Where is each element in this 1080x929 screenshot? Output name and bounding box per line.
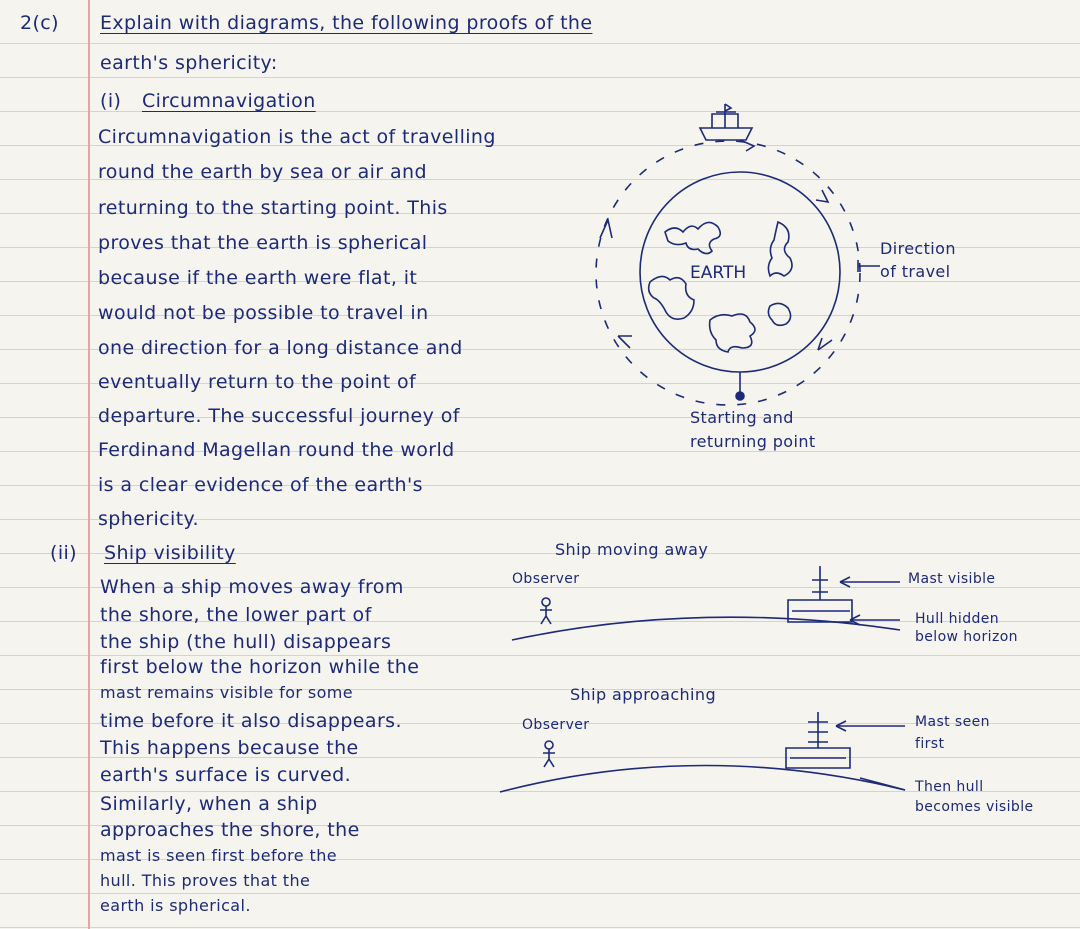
ship-icon — [785, 712, 851, 769]
section-1-line: proves that the earth is spherical — [98, 232, 428, 254]
section-2-line: the shore, the lower part of — [100, 604, 372, 626]
section-2-line: time before it also disappears. — [100, 710, 402, 732]
section-2-line: earth is spherical. — [100, 896, 251, 915]
section-1-line: is a clear evidence of the earth's — [98, 474, 423, 496]
section-2-line: When a ship moves away from — [100, 576, 404, 598]
section-1-number: (i) — [100, 90, 122, 112]
arrow-icon — [815, 189, 830, 204]
section-1-line: eventually return to the point of — [98, 371, 417, 393]
arrow-icon — [817, 337, 833, 351]
arrow-icon — [835, 720, 847, 732]
arrow-icon — [849, 614, 861, 626]
section-2-line: hull. This proves that the — [100, 871, 311, 890]
ship-moving-away-diagram — [511, 566, 901, 641]
earth-curve — [499, 764, 906, 793]
diagram-1-title: Ship moving away — [555, 540, 709, 559]
arrow-icon — [839, 576, 851, 588]
diagram-2-hull-label-2: becomes visible — [915, 799, 1034, 815]
diagram-1-hull-label-1: Hull hidden — [915, 611, 1000, 627]
section-2-line: Similarly, when a ship — [100, 793, 318, 815]
section-1-line: round the earth by sea or air and — [98, 161, 427, 183]
section-2-line: This happens because the — [100, 737, 359, 759]
section-1-line: sphericity. — [98, 508, 199, 530]
arrow-icon — [739, 139, 756, 152]
earth-label: EARTH — [690, 263, 746, 283]
diagram-1-hull-label-2: below horizon — [915, 629, 1018, 645]
section-2-line: mast is seen first before the — [100, 846, 337, 865]
section-2-line: first below the horizon while the — [100, 656, 420, 678]
section-2-line: mast remains visible for some — [100, 683, 354, 702]
section-1-line: Ferdinand Magellan round the world — [98, 439, 455, 461]
start-label-2: returning point — [690, 432, 816, 451]
travel-path — [595, 140, 861, 406]
diagram-2-mast-label-2: first — [915, 736, 945, 752]
section-2-line: the ship (the hull) disappears — [100, 631, 392, 653]
section-2-line: earth's surface is curved. — [100, 764, 352, 786]
question-line-1: Explain with diagrams, the following pro… — [100, 12, 593, 34]
section-1-line: returning to the starting point. This — [98, 197, 448, 219]
direction-label-2: of travel — [880, 262, 951, 281]
section-1-line: one direction for a long distance and — [98, 337, 463, 359]
direction-label-1: Direction — [880, 239, 956, 258]
question-line-2: earth's sphericity: — [100, 52, 278, 74]
circumnavigation-diagram: EARTH — [595, 103, 880, 406]
arrow-icon — [617, 335, 632, 349]
diagram-2-title: Ship approaching — [570, 685, 717, 704]
start-label-1: Starting and — [690, 408, 794, 427]
section-1-line: departure. The successful journey of — [98, 405, 460, 427]
section-1-line: would not be possible to travel in — [98, 302, 429, 324]
direction-arrow-icon — [857, 260, 880, 272]
section-1-line: Circumnavigation is the act of travellin… — [98, 126, 496, 148]
section-2-heading: Ship visibility — [104, 542, 236, 564]
diagram-2-mast-label-1: Mast seen — [915, 714, 990, 730]
observer-icon — [540, 597, 552, 625]
arrow-icon — [599, 217, 613, 239]
earth-curve — [511, 616, 901, 641]
question-number: 2(c) — [20, 12, 59, 34]
margin-line — [88, 0, 90, 929]
diagram-2-observer: Observer — [522, 717, 590, 733]
ship-icon — [698, 103, 754, 141]
continent-shapes — [647, 220, 793, 353]
section-1-line: because if the earth were flat, it — [98, 267, 418, 289]
section-2-number: (ii) — [50, 542, 77, 564]
observer-icon — [543, 740, 555, 768]
hull-pointer — [859, 777, 906, 791]
diagram-1-mast-label: Mast visible — [908, 571, 996, 587]
ship-approaching-diagram — [499, 712, 906, 793]
diagram-1-observer: Observer — [512, 571, 580, 587]
section-1-heading: Circumnavigation — [142, 90, 316, 112]
ship-icon — [787, 566, 853, 623]
diagram-2-hull-label-1: Then hull — [915, 779, 984, 795]
section-2-line: approaches the shore, the — [100, 819, 360, 841]
